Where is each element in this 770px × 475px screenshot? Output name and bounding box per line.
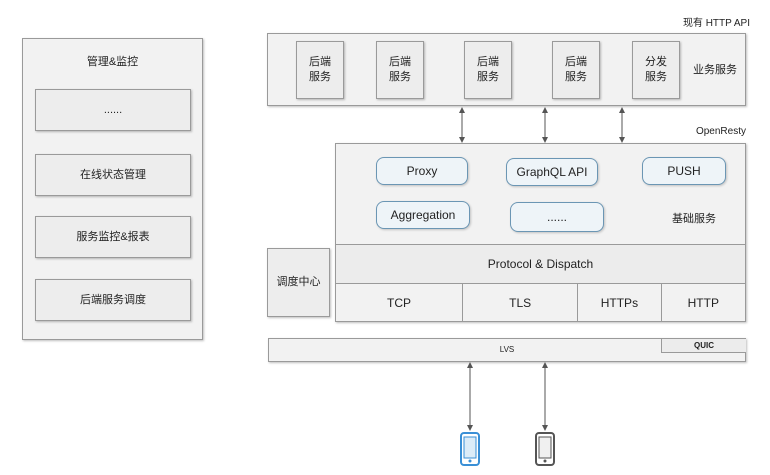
- mobile-phone-icon: [535, 432, 555, 466]
- http-api-title: 现有 HTTP API: [682, 18, 750, 29]
- backend-service-1: 后端 服务: [296, 41, 344, 99]
- module-aggregation: Aggregation: [376, 201, 470, 229]
- openresty-title: OpenResty: [695, 126, 746, 137]
- basic-services-label: 基础服务: [672, 213, 716, 225]
- module-proxy: Proxy: [376, 157, 468, 185]
- module-graphql-api: GraphQL API: [506, 158, 598, 186]
- business-services-label: 业务服务: [693, 64, 737, 76]
- backend-service-2: 后端 服务: [376, 41, 424, 99]
- transport-row: TCP TLS HTTPs HTTP: [336, 284, 745, 321]
- management-title: 管理&监控: [86, 56, 139, 68]
- quic-label: QUIC: [694, 341, 714, 350]
- openresty-panel: Proxy GraphQL API PUSH Aggregation .....…: [335, 143, 746, 322]
- mobile-phone-icon: [460, 432, 480, 466]
- protocol-dispatch-label: Protocol & Dispatch: [487, 257, 594, 271]
- management-item-backend-scheduling: 后端服务调度: [35, 279, 191, 321]
- backend-service-3: 后端 服务: [464, 41, 512, 99]
- quic-box: QUIC: [661, 339, 746, 353]
- module-push: PUSH: [642, 157, 726, 185]
- management-panel: 管理&监控 ...... 在线状态管理 服务监控&报表 后端服务调度: [22, 38, 203, 340]
- protocol-dispatch-band: Protocol & Dispatch: [336, 244, 745, 284]
- transport-http: HTTP: [687, 295, 719, 310]
- backend-service-4: 后端 服务: [552, 41, 600, 99]
- management-item-service-monitor: 服务监控&报表: [35, 216, 191, 258]
- dispatch-service: 分发 服务: [632, 41, 680, 99]
- transport-tcp: TCP: [336, 284, 464, 321]
- scheduler-center: 调度中心: [267, 248, 330, 317]
- management-item-more: ......: [35, 89, 191, 131]
- business-services-panel: 后端 服务 后端 服务 后端 服务 后端 服务 分发 服务 业务服务: [267, 33, 746, 106]
- transport-tls: TLS: [463, 284, 579, 321]
- lvs-bar: LVS QUIC: [268, 338, 746, 362]
- transport-https: HTTPs: [578, 284, 662, 321]
- module-more: ......: [510, 202, 604, 232]
- management-item-online-status: 在线状态管理: [35, 154, 191, 196]
- lvs-label: LVS: [499, 345, 515, 354]
